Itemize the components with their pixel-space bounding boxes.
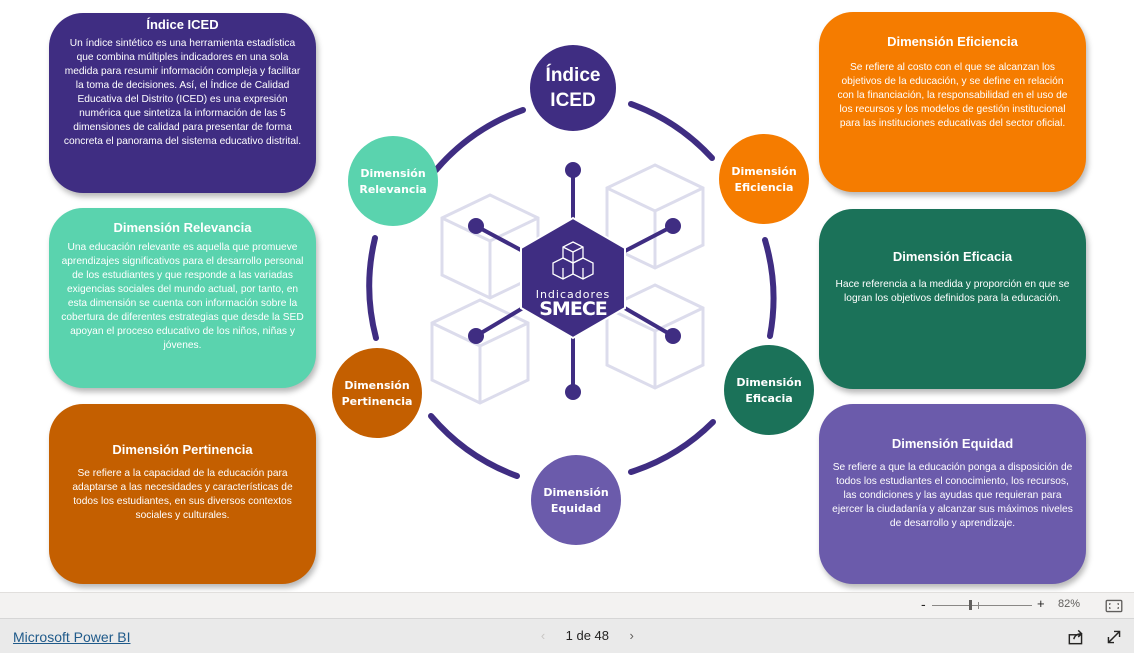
node-pertinencia-circle (332, 348, 422, 438)
card-eficiencia-title: Dimensión Eficiencia (887, 34, 1018, 49)
node-relevancia-line2: Relevancia (359, 183, 427, 196)
card-equidad-title: Dimensión Equidad (891, 436, 1014, 451)
node-equidad-line1: Dimensión (543, 486, 609, 499)
chevron-right-icon[interactable]: › (629, 628, 634, 643)
zoom-bar: - + 82% (0, 592, 1134, 619)
fit-to-page-icon[interactable] (1104, 596, 1124, 616)
node-eficacia-line2: Eficacia (745, 392, 793, 405)
node-eficacia-circle (724, 345, 814, 435)
zoom-slider[interactable] (932, 600, 1032, 610)
card-iced-title: Índice ICED (146, 17, 219, 32)
report-canvas: Índice ICED Indicadores SMECE Dimensión … (49, 12, 1086, 584)
card-eficacia: Dimensión Eficacia Hace referencia a la … (819, 209, 1086, 389)
cube-logo-icon (552, 241, 594, 280)
node-eficiencia-line2: Eficiencia (734, 181, 794, 194)
card-eficacia-title: Dimensión Eficacia (892, 249, 1013, 264)
page-navigator: ‹ 1 de 48 › (536, 628, 639, 643)
iced-node-title: Índice ICED (530, 63, 616, 113)
node-pertinencia-label[interactable]: Dimensión Pertinencia (332, 378, 422, 410)
zoom-in-button[interactable]: + (1037, 596, 1045, 611)
zoom-slider-thumb[interactable] (969, 600, 972, 610)
node-equidad-circle (531, 455, 621, 545)
node-eficacia-label[interactable]: Dimensión Eficacia (725, 375, 813, 407)
chevron-left-icon[interactable]: ‹ (540, 628, 546, 643)
node-pertinencia-line2: Pertinencia (341, 395, 413, 408)
node-relevancia-label[interactable]: Dimensión Relevancia (349, 166, 437, 198)
power-bi-link[interactable]: Microsoft Power BI (13, 629, 131, 645)
node-eficiencia-line1: Dimensión (731, 165, 797, 178)
card-relevancia: Dimensión Relevancia Una educación relev… (49, 208, 316, 388)
node-eficiencia-circle (719, 134, 809, 224)
hex-label-indicadores: Indicadores (535, 288, 611, 301)
spoke-endpoints (468, 162, 681, 400)
card-iced: Índice ICED Un índice sintético es una h… (49, 13, 316, 193)
zoom-slider-tick (978, 602, 979, 609)
node-equidad-label[interactable]: Dimensión Equidad (532, 485, 620, 517)
card-equidad: Dimensión Equidad Se refiere a que la ed… (819, 404, 1086, 584)
node-relevancia-line1: Dimensión (360, 167, 426, 180)
ring-arcs (366, 101, 777, 479)
zoom-level: 82% (1058, 598, 1081, 610)
node-pertinencia-line1: Dimensión (344, 379, 410, 392)
card-pertinencia-title: Dimensión Pertinencia (112, 442, 253, 457)
central-diagram (332, 45, 814, 545)
share-icon[interactable] (1066, 627, 1086, 647)
iced-node-line1: Índice (545, 65, 601, 86)
zoom-out-button[interactable]: - (921, 596, 926, 612)
smece-hexagon (520, 216, 626, 340)
node-eficacia-line1: Dimensión (736, 376, 802, 389)
card-relevancia-text: Una educación relevante es aquella que p… (61, 242, 304, 351)
card-eficiencia-text: Se refiere al costo con el que se alcanz… (837, 62, 1068, 129)
card-relevancia-title: Dimensión Relevancia (113, 220, 252, 235)
node-eficiencia-label[interactable]: Dimensión Eficiencia (720, 164, 808, 196)
fullscreen-icon[interactable] (1104, 627, 1124, 647)
node-iced-circle (530, 45, 616, 131)
card-pertinencia: Dimensión Pertinencia Se refiere a la ca… (49, 404, 316, 584)
bottom-bar: Microsoft Power BI ‹ 1 de 48 › (0, 618, 1134, 653)
card-pertinencia-text: Se refiere a la capacidad de la educació… (72, 468, 293, 521)
card-iced-text: Un índice sintético es una herramienta e… (63, 38, 302, 147)
node-equidad-line2: Equidad (550, 502, 602, 515)
node-relevancia-circle (348, 136, 438, 226)
hex-label-smece: SMECE (539, 298, 608, 320)
card-eficiencia: Dimensión Eficiencia Se refiere al costo… (819, 12, 1086, 192)
iced-node-line2: ICED (550, 90, 596, 111)
card-eficacia-text: Hace referencia a la medida y proporción… (835, 279, 1070, 304)
card-equidad-text: Se refiere a que la educación ponga a di… (832, 462, 1073, 529)
page-indicator: 1 de 48 (565, 628, 609, 643)
